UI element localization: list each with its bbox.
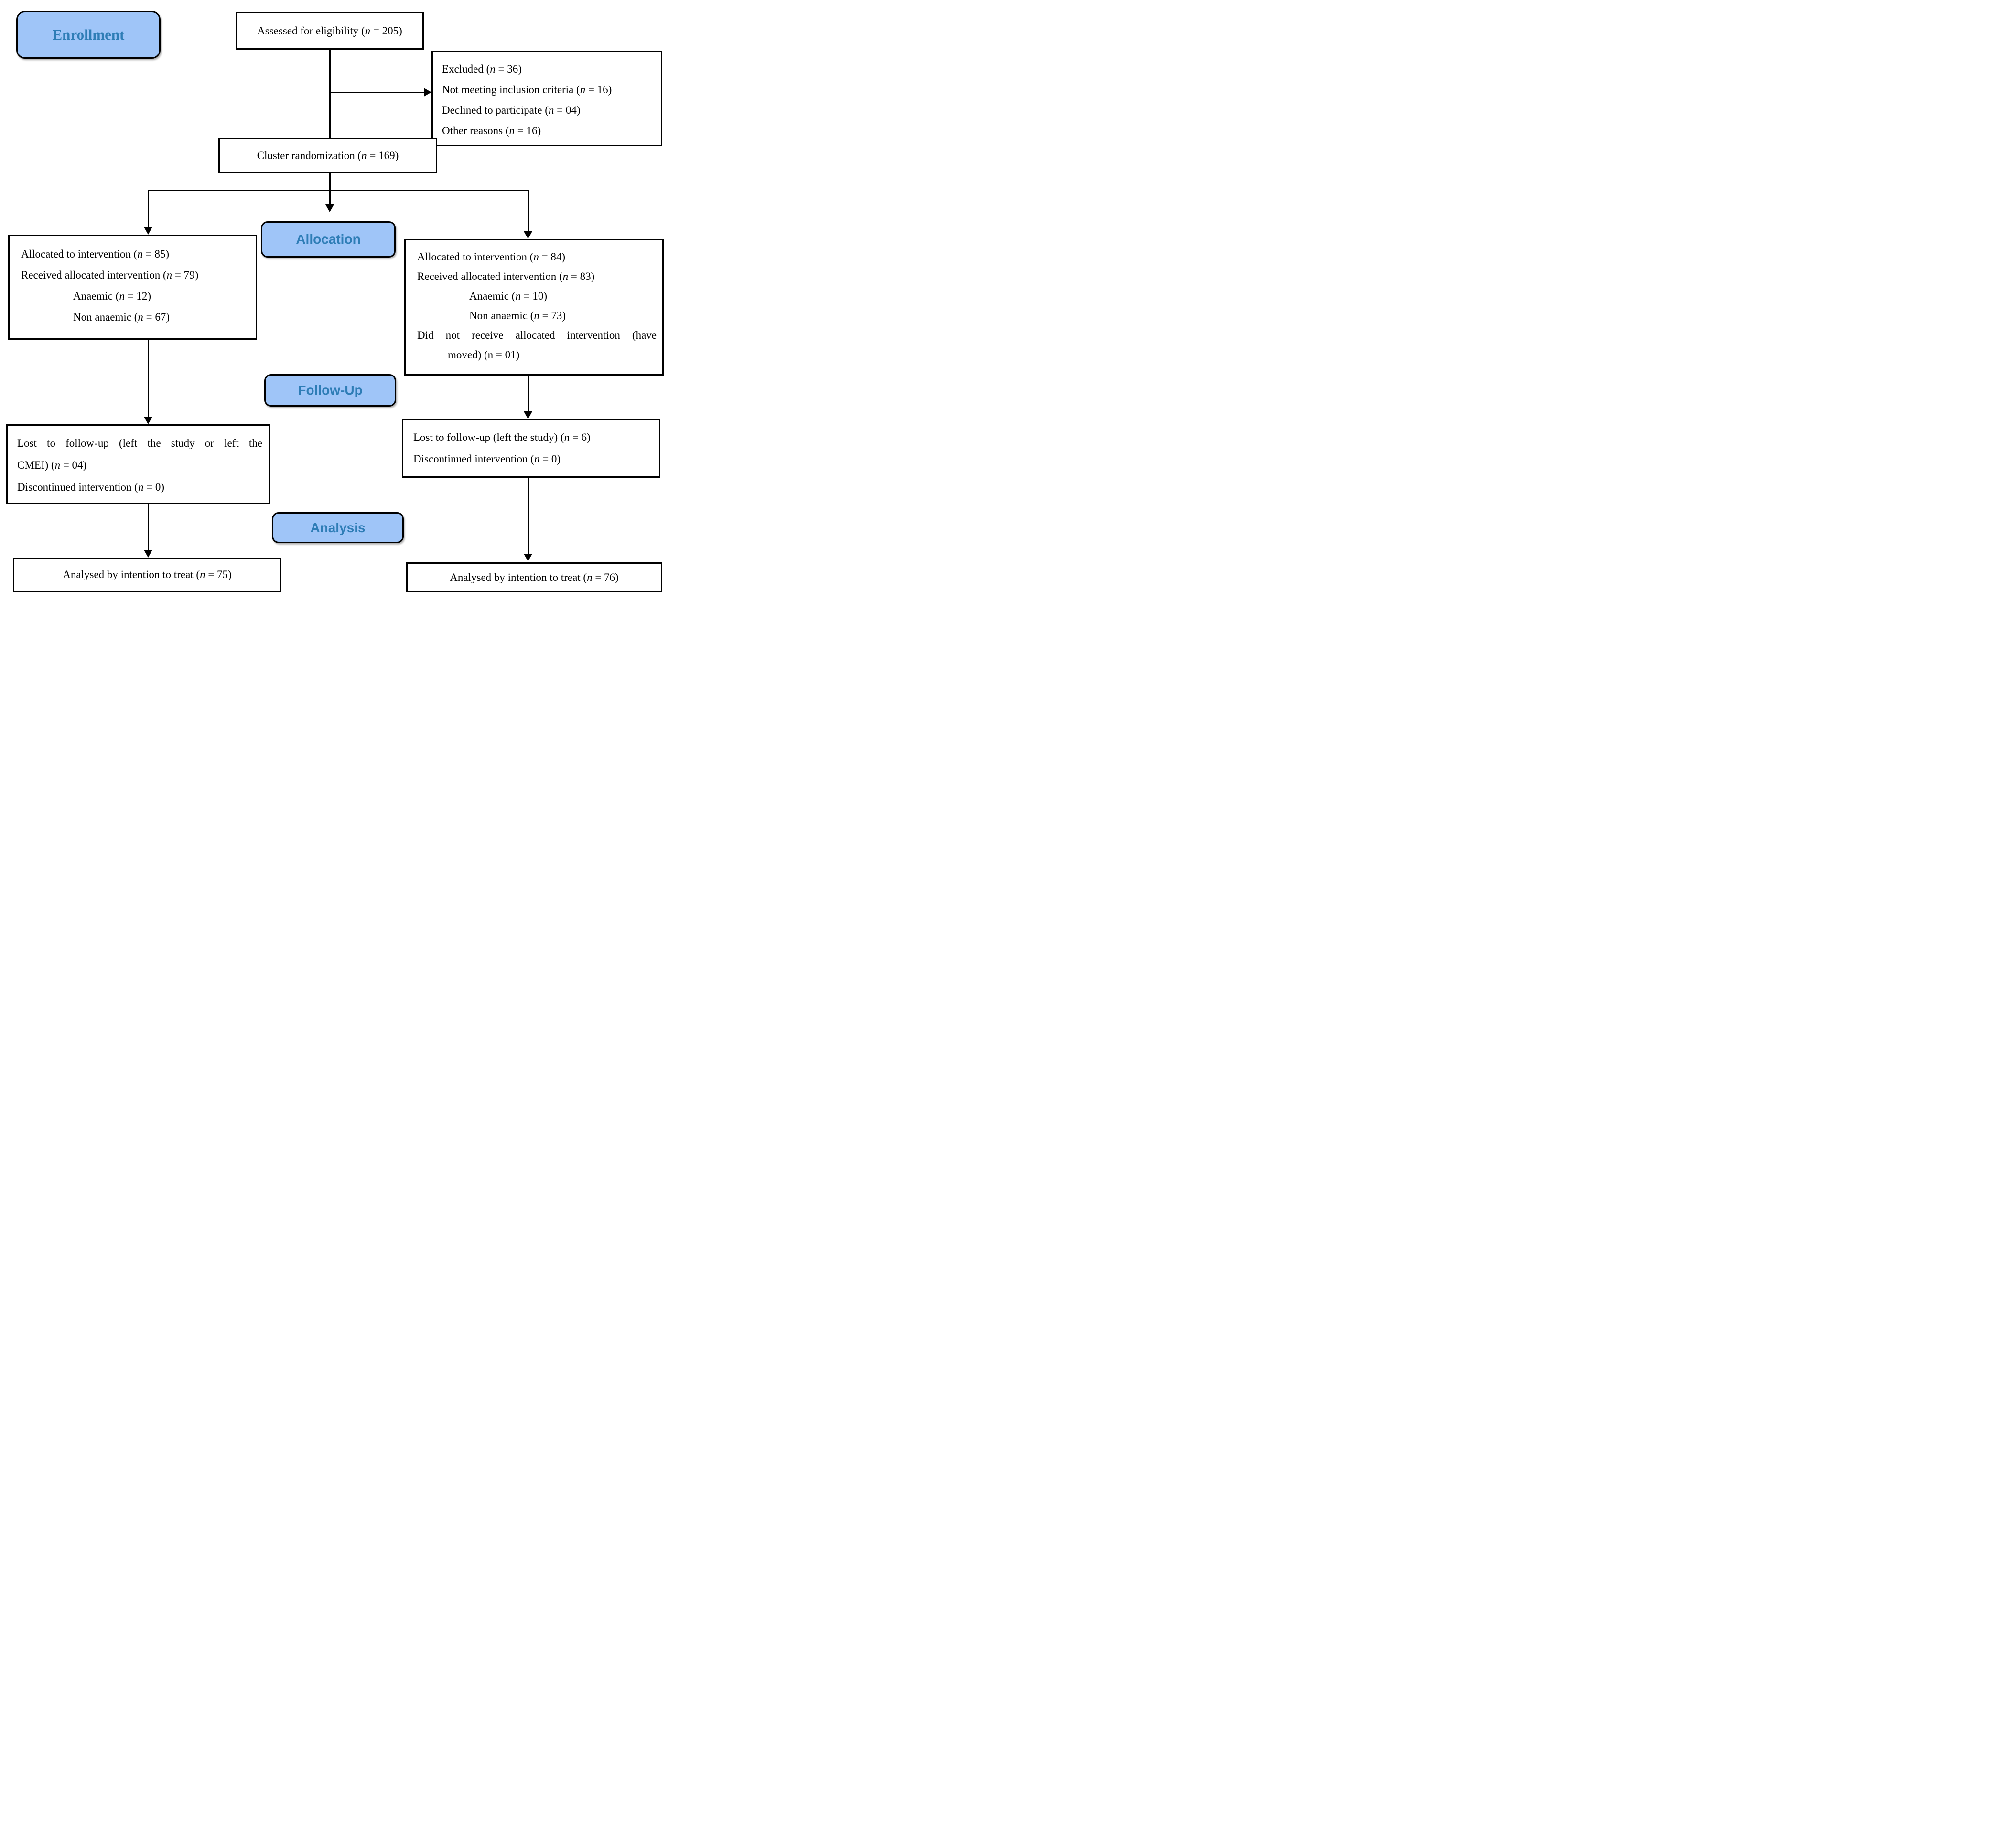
text-line: CMEI) (n = 04) <box>17 459 87 471</box>
text-line: Not meeting inclusion criteria (n = 16) <box>442 84 612 96</box>
arrowhead-down-icon <box>144 550 152 558</box>
connector-left-lost-to-analysed <box>148 504 149 550</box>
text-line: Analysed by intention to treat (n = 76) <box>450 571 619 583</box>
text-line: Received allocated intervention (n = 79) <box>21 269 199 281</box>
text-line: Discontinued intervention (n = 0) <box>413 453 561 465</box>
connector-split-to-left-arm <box>148 190 149 227</box>
text-line: Allocated to intervention (n = 85) <box>21 248 169 260</box>
text-line: Declined to participate (n = 04) <box>442 104 581 116</box>
consort-flow-diagram: Enrollment Allocation Follow-Up Analysis… <box>0 0 672 612</box>
connector-to-excluded <box>330 92 424 93</box>
text-line: Lost to follow-up (left the study or lef… <box>17 437 262 449</box>
randomization-split-line <box>148 190 528 191</box>
analysis-phase-badge: Analysis <box>272 512 404 543</box>
connector-assessed-to-cluster <box>329 50 331 138</box>
analysed-left-box: Analysed by intention to treat (n = 75) <box>13 558 281 592</box>
connector-cluster-to-allocation <box>329 173 331 205</box>
lost-to-followup-left-box: Lost to follow-up (left the study or lef… <box>6 424 270 504</box>
arrowhead-down-icon <box>524 554 532 561</box>
analysed-right-box: Analysed by intention to treat (n = 76) <box>406 562 662 592</box>
arrowhead-down-icon <box>144 227 152 235</box>
connector-left-alloc-to-lost <box>148 340 149 417</box>
allocated-intervention-left-box: Allocated to intervention (n = 85) Receiv… <box>8 235 257 340</box>
lost-to-followup-right-box: Lost to follow-up (left the study) (n = … <box>402 419 660 478</box>
arrowhead-down-icon <box>524 411 532 419</box>
arrowhead-down-icon <box>144 417 152 424</box>
arrowhead-down-icon <box>325 204 334 212</box>
arrowhead-right-icon <box>424 88 431 97</box>
text-line: Anaemic (n = 12) <box>73 290 151 302</box>
enrollment-phase-badge: Enrollment <box>16 11 161 59</box>
connector-right-alloc-to-lost <box>528 376 529 411</box>
text-line: Anaemic (n = 10) <box>469 290 548 302</box>
text-line: Lost to follow-up (left the study) (n = … <box>413 431 591 443</box>
text-line: Did not receive allocated intervention (… <box>417 329 657 341</box>
text-line: Excluded (n = 36) <box>442 63 522 75</box>
arrowhead-down-icon <box>524 231 532 239</box>
allocated-intervention-right-box: Allocated to intervention (n = 84) Receiv… <box>404 239 664 376</box>
text-line: moved) (n = 01) <box>448 349 520 361</box>
text-line: Assessed for eligibility (n = 205) <box>257 24 402 37</box>
text-line: Non anaemic (n = 67) <box>73 311 170 323</box>
assessed-for-eligibility-box: Assessed for eligibility (n = 205) <box>236 12 424 50</box>
text-line: Received allocated intervention (n = 83) <box>417 270 595 282</box>
text-line: Allocated to intervention (n = 84) <box>417 251 565 263</box>
excluded-box: Excluded (n = 36) Not meeting inclusion c… <box>431 51 662 146</box>
followup-phase-label: Follow-Up <box>298 383 363 397</box>
followup-phase-badge: Follow-Up <box>264 374 396 407</box>
text-line: Other reasons (n = 16) <box>442 125 541 137</box>
text-line: Cluster randomization (n = 169) <box>257 149 399 161</box>
text-line: Non anaemic (n = 73) <box>469 310 566 322</box>
allocation-phase-label: Allocation <box>296 232 361 247</box>
text-line: Analysed by intention to treat (n = 75) <box>63 569 232 580</box>
analysis-phase-label: Analysis <box>310 520 366 535</box>
connector-split-to-right-arm <box>528 190 529 231</box>
enrollment-phase-label: Enrollment <box>52 26 125 43</box>
connector-right-lost-to-analysed <box>528 478 529 554</box>
cluster-randomization-box: Cluster randomization (n = 169) <box>218 138 437 173</box>
allocation-phase-badge: Allocation <box>261 221 396 258</box>
text-line: Discontinued intervention (n = 0) <box>17 481 165 493</box>
